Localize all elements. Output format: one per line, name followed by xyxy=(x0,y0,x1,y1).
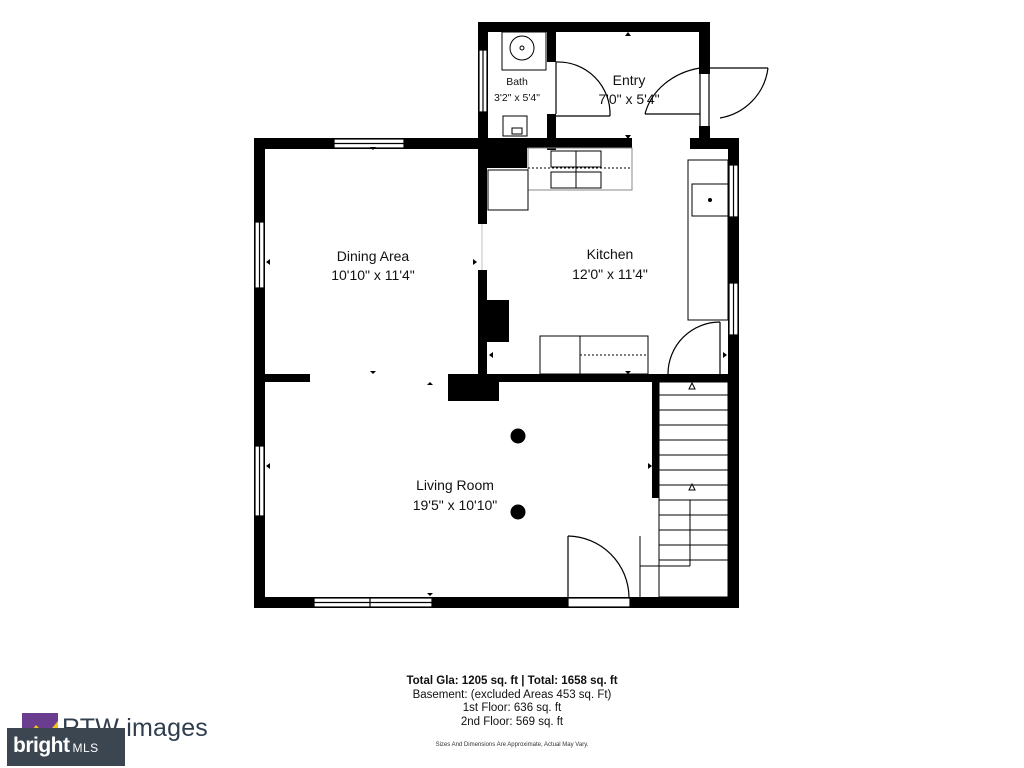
bath-label: Bath xyxy=(506,76,528,88)
dining-label: Dining Area xyxy=(337,248,410,264)
basement-area: Basement: (excluded Areas 453 sq. Ft) xyxy=(412,688,612,701)
bright-logo-text: bright xyxy=(13,734,70,757)
living-label: Living Room xyxy=(416,477,494,493)
doors xyxy=(481,61,769,598)
interior-walls xyxy=(254,148,738,498)
entry-dims: 7'0" x 5'4" xyxy=(598,91,659,107)
fixtures xyxy=(487,31,729,598)
second-floor-area: 2nd Floor: 569 sq. ft xyxy=(460,715,564,728)
living-dims: 19'5" x 10'10" xyxy=(413,497,498,513)
area-summary: Total Gla: 1205 sq. ft | Total: 1658 sq.… xyxy=(312,675,712,729)
dimension-markers xyxy=(266,32,727,596)
kitchen-sink-icon xyxy=(691,183,729,217)
room-labels: Bath 3'2" x 5'4" Entry 7'0" x 5'4" Dinin… xyxy=(331,72,659,513)
kitchen-dims: 12'0" x 11'4" xyxy=(572,266,648,282)
disclaimer: Sizes And Dimensions Are Approximate, Ac… xyxy=(435,742,589,748)
entry-label: Entry xyxy=(613,72,646,88)
staircase-icon xyxy=(639,381,729,598)
mls-logo-text: MLS xyxy=(72,741,99,755)
sink-icon xyxy=(501,31,547,71)
windows xyxy=(254,49,739,608)
first-floor-area: 1st Floor: 636 sq. ft xyxy=(462,702,562,714)
kitchen-label: Kitchen xyxy=(587,246,634,262)
bath-dims: 3'2" x 5'4" xyxy=(494,92,540,104)
bright-mls-logo: bright MLS xyxy=(7,728,125,766)
dining-dims: 10'10" x 11'4" xyxy=(331,267,415,283)
stove-icon xyxy=(527,147,633,191)
total-area: Total Gla: 1205 sq. ft | Total: 1658 sq.… xyxy=(406,675,618,687)
